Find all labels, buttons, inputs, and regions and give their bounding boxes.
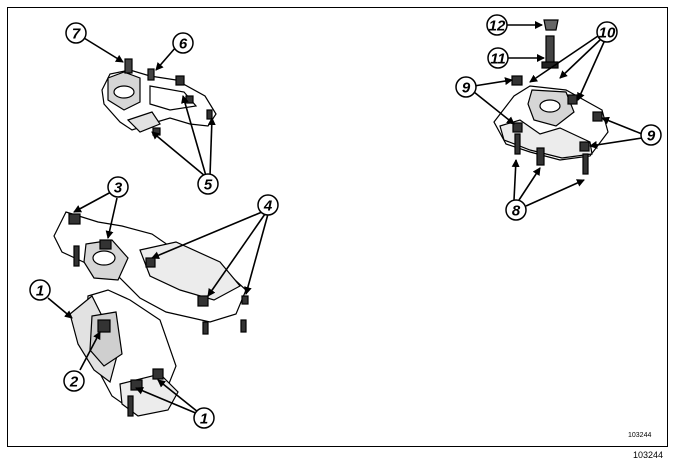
svg-text:1: 1	[36, 283, 44, 300]
svg-text:8: 8	[512, 203, 521, 220]
callout-9-right: 9	[640, 124, 662, 146]
figure-reference-inner: 103244	[628, 432, 652, 439]
callout-1-top: 1	[29, 279, 51, 301]
callout-11: 11	[487, 47, 509, 69]
callout-7: 7	[65, 22, 87, 44]
svg-text:7: 7	[72, 26, 81, 43]
svg-text:12: 12	[489, 18, 506, 35]
upper-left-mount	[101, 58, 217, 136]
callout-12: 12	[486, 14, 508, 36]
svg-text:9: 9	[462, 80, 471, 97]
callout-4: 4	[257, 194, 279, 216]
bolt-icon	[68, 213, 249, 417]
svg-text:11: 11	[490, 51, 506, 68]
callout-2: 2	[63, 370, 85, 392]
leader-lines	[47, 21, 643, 415]
callout-1-bottom: 1	[193, 407, 215, 429]
callout-3: 3	[107, 176, 129, 198]
svg-text:5: 5	[204, 177, 213, 194]
svg-text:1: 1	[200, 411, 208, 428]
svg-text:2: 2	[69, 374, 79, 391]
svg-text:9: 9	[647, 128, 656, 145]
upper-right-mount	[493, 19, 609, 175]
callout-8: 8	[505, 199, 527, 221]
figure-reference-outer: 103244	[633, 450, 664, 460]
callout-10: 10	[596, 21, 618, 43]
bolt-icon	[511, 19, 603, 175]
svg-text:3: 3	[114, 180, 123, 197]
svg-text:6: 6	[179, 36, 188, 53]
svg-text:10: 10	[599, 25, 616, 42]
callout-5: 5	[197, 173, 219, 195]
svg-text:4: 4	[263, 198, 273, 215]
callout-6: 6	[172, 32, 194, 54]
callout-9-left: 9	[455, 76, 477, 98]
